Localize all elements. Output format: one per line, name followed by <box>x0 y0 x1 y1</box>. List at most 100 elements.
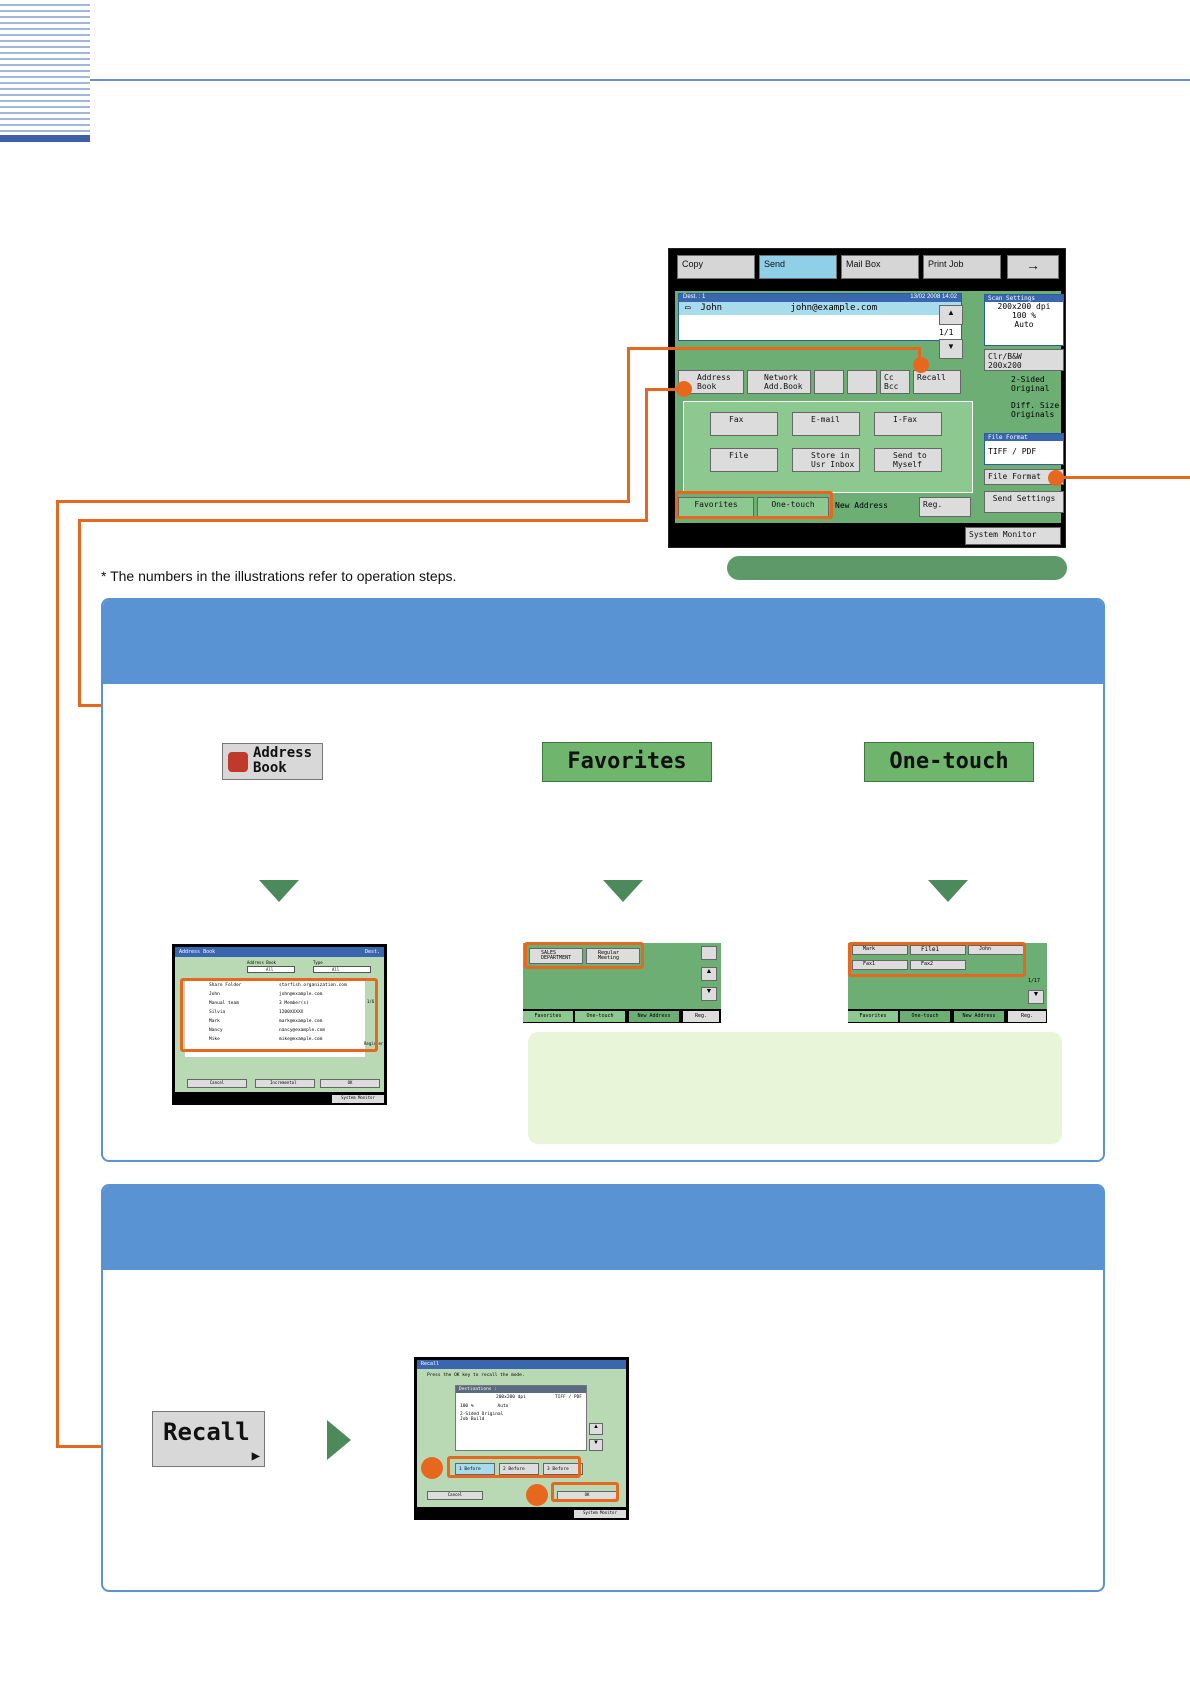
favorites-big-button[interactable]: Favorites <box>542 742 712 782</box>
arrow-right-icon[interactable]: → <box>1007 255 1059 279</box>
email-button[interactable]: E-mail <box>792 412 860 436</box>
tab-new-address[interactable]: New Address <box>954 1011 1004 1022</box>
detail-icon[interactable] <box>814 370 844 394</box>
two-sided-original-button[interactable]: 2-Sided Original <box>1011 375 1050 393</box>
section-header-2 <box>103 1186 1103 1270</box>
scroll-down-button[interactable]: ▼ <box>1028 990 1044 1004</box>
register-icon[interactable] <box>701 946 717 960</box>
system-monitor-button[interactable]: System Monitor <box>965 527 1061 545</box>
address-list-row[interactable]: John john@example.com <box>209 990 361 999</box>
header-stripes <box>0 0 90 135</box>
scan-settings-box: Scan Settings 200x200 dpi 100 % Auto <box>984 294 1064 346</box>
tab-copy[interactable]: Copy <box>677 255 755 279</box>
trash-icon[interactable] <box>847 370 877 394</box>
step-dot-1 <box>421 1457 443 1479</box>
cancel-button[interactable]: Cancel <box>427 1491 483 1500</box>
destination-row[interactable]: ▭ John john@example.com <box>679 302 961 315</box>
arrow-right-icon <box>327 1420 351 1460</box>
tab-print-job[interactable]: Print Job <box>923 255 1001 279</box>
tab-register[interactable]: Reg. <box>1008 1011 1046 1022</box>
address-entry-value: mark@example.com <box>279 1019 323 1024</box>
system-monitor-button[interactable]: System Monitor <box>574 1510 626 1518</box>
cancel-button[interactable]: Cancel <box>187 1079 247 1088</box>
address-book-big-button[interactable]: Address Book <box>222 743 323 780</box>
scroll-down-button[interactable]: ▼ <box>939 339 963 359</box>
favorite-item-sales[interactable]: SALES DEPARTMENT <box>529 948 583 964</box>
recall-1-before-button[interactable]: 1 Before <box>455 1463 495 1475</box>
send-panel-screenshot: Copy Send Mail Box Print Job → Dest. : 1… <box>668 248 1066 548</box>
incremental-button[interactable]: Incremental <box>255 1079 315 1088</box>
step-dot-address-book <box>676 381 692 397</box>
destination-header: Dest. : 1 13/02 2008 14:02 <box>679 294 961 302</box>
one-touch-highlight <box>848 942 1026 977</box>
address-entry-name: Share Folder <box>209 983 242 988</box>
file-format-box: File Format TIFF / PDF <box>984 433 1064 465</box>
tab-send[interactable]: Send <box>759 255 837 279</box>
hint-box <box>528 1032 1062 1144</box>
tab-one-touch[interactable]: One-touch <box>575 1011 625 1022</box>
type-select[interactable]: All <box>313 966 371 973</box>
one-touch-file1[interactable]: File1 <box>910 945 966 955</box>
recall-button[interactable]: Recall <box>913 370 961 394</box>
illustration-note: * The numbers in the illustrations refer… <box>101 568 457 584</box>
new-address-tab[interactable]: New Address <box>835 501 888 510</box>
page-indicator: 1/17 <box>1028 978 1041 984</box>
scroll-down-button[interactable]: ▼ <box>589 1439 603 1451</box>
cc-bcc-button[interactable]: Cc Bcc <box>880 370 910 394</box>
book-select[interactable]: All <box>247 966 295 973</box>
fax-button[interactable]: Fax <box>710 412 778 436</box>
diff-size-originals-button[interactable]: Diff. Size Originals <box>1011 401 1060 419</box>
ok-button[interactable]: OK <box>320 1079 380 1088</box>
one-touch-fax2[interactable]: Fax2 <box>910 960 966 970</box>
header-stripes-bar <box>0 135 90 142</box>
address-entry-name: Manual team <box>209 1001 239 1006</box>
address-entry-value: nancy@example.com <box>279 1028 326 1033</box>
tab-favorites[interactable]: Favorites <box>848 1011 898 1022</box>
address-list-highlight <box>180 978 378 1052</box>
tab-register[interactable]: Reg. <box>683 1011 719 1022</box>
one-touch-mark[interactable]: Mark <box>852 945 908 955</box>
address-entry-name: Silvia <box>209 1010 226 1015</box>
send-settings-button[interactable]: Send Settings <box>984 491 1064 513</box>
scroll-up-button[interactable]: ▲ <box>939 305 963 325</box>
step-dot-file-format <box>1048 470 1064 486</box>
scroll-down-button[interactable]: ▼ <box>701 987 717 1001</box>
address-entry-name: Nancy <box>209 1028 223 1033</box>
one-touch-big-button[interactable]: One-touch <box>864 742 1034 782</box>
arrow-down-icon <box>928 880 968 902</box>
favorites-screen: SALES DEPARTMENT Regular Meeting ▲ ▼ Fav… <box>523 943 721 1023</box>
recall-2-before-button[interactable]: 2 Before <box>499 1463 539 1475</box>
color-mode-button[interactable]: Clr/B&W 200x200 <box>984 349 1064 371</box>
favorites-one-touch-highlight <box>675 491 833 519</box>
tab-one-touch[interactable]: One-touch <box>900 1011 950 1022</box>
store-in-inbox-button[interactable]: Store in Usr Inbox <box>792 448 860 472</box>
address-entry-name: John <box>209 992 220 997</box>
network-address-book-button[interactable]: Network Add.Book <box>747 370 811 394</box>
file-button[interactable]: File <box>710 448 778 472</box>
scroll-up-button[interactable]: ▲ <box>589 1423 603 1435</box>
send-to-myself-button[interactable]: Send to Myself <box>874 448 942 472</box>
one-touch-fax1[interactable]: Fax1 <box>852 960 908 970</box>
system-monitor-button[interactable]: System Monitor <box>332 1095 384 1103</box>
send-main-area: Dest. : 1 13/02 2008 14:02 ▭ John john@e… <box>675 291 1064 523</box>
recall-big-button[interactable]: Recall ▶ <box>152 1411 265 1467</box>
address-list-row[interactable]: Nancy nancy@example.com <box>209 1026 361 1035</box>
scroll-up-button[interactable]: ▲ <box>701 967 717 981</box>
recall-3-before-button[interactable]: 3 Before <box>543 1463 583 1475</box>
section-header-1 <box>103 600 1103 684</box>
tab-new-address[interactable]: New Address <box>629 1011 679 1022</box>
tab-favorites[interactable]: Favorites <box>523 1011 573 1022</box>
register-button[interactable]: Reg. <box>919 497 971 517</box>
favorite-item-meeting[interactable]: Regular Meeting <box>586 948 640 964</box>
address-entry-value: john@example.com <box>279 992 323 997</box>
address-entry-value: 1200XXXXX <box>279 1010 304 1015</box>
address-list-row[interactable]: Silvia 1200XXXXX <box>209 1008 361 1017</box>
ifax-button[interactable]: I-Fax <box>874 412 942 436</box>
file-format-button[interactable]: File Format <box>984 469 1064 485</box>
tab-mail-box[interactable]: Mail Box <box>841 255 919 279</box>
